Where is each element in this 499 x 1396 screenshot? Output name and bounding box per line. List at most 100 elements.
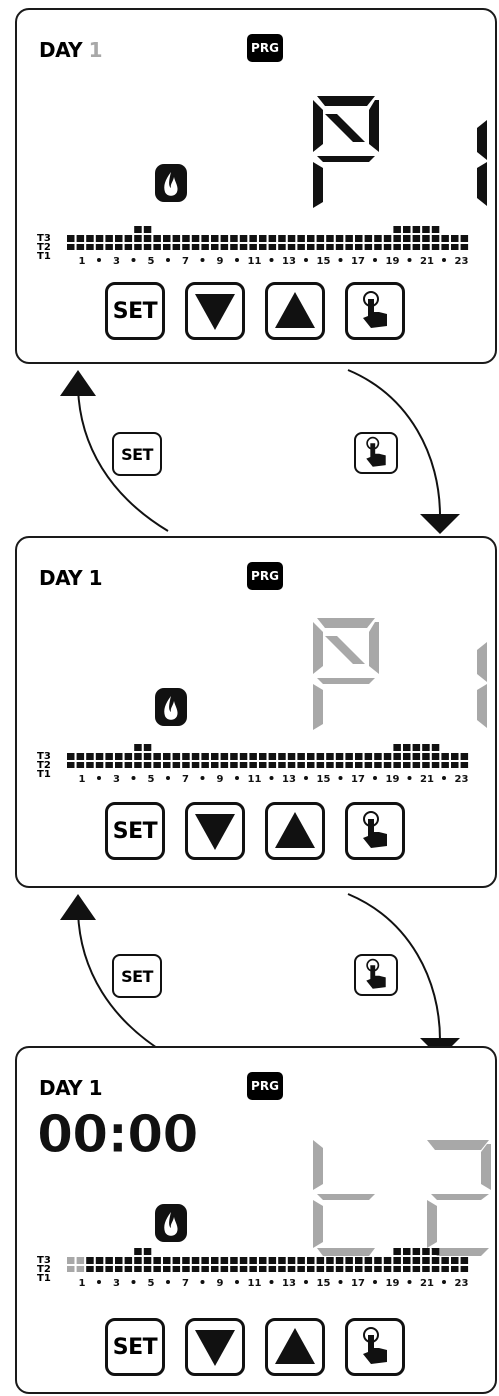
- hour-label: 15: [317, 256, 331, 267]
- timeline-bar-base: [345, 244, 353, 250]
- hand-press-icon: [363, 811, 387, 848]
- timeline-bar-base: [239, 762, 248, 768]
- timeline-bar-base: [441, 1266, 449, 1272]
- timeline-bar: [239, 753, 248, 760]
- flame-icon: [155, 688, 187, 726]
- timeline-bar: [172, 753, 181, 760]
- timeline-bar-base: [364, 762, 373, 768]
- day-number: 1: [88, 38, 103, 62]
- triangle-up-icon: [275, 1328, 315, 1364]
- timeline-bar-base: [364, 1266, 373, 1272]
- hour-label: 13: [282, 774, 296, 785]
- timeline-bar-base: [95, 1266, 104, 1272]
- timeline-bar-base: [374, 762, 382, 768]
- hour-dot: [304, 258, 308, 262]
- timeline-bar: [143, 753, 152, 760]
- timeline-bar-base: [86, 244, 94, 250]
- segment-one: [477, 642, 487, 728]
- set-button[interactable]: SET: [105, 802, 165, 860]
- timeline-bar: [268, 235, 277, 242]
- timeline-bar: [134, 744, 142, 751]
- set-button[interactable]: SET: [105, 1318, 165, 1376]
- hour-label: 19: [386, 1278, 400, 1289]
- hour-dot: [373, 258, 377, 262]
- timeline-bar: [201, 753, 209, 760]
- timeline-bar: [249, 1257, 257, 1264]
- down-button[interactable]: [185, 282, 245, 340]
- timeline-bar-base: [422, 1266, 430, 1272]
- timeline-bar: [153, 235, 161, 242]
- up-button[interactable]: [265, 802, 325, 860]
- timeline-bar-base: [143, 1266, 152, 1272]
- hour-dot: [235, 258, 239, 262]
- set-step-button: SET: [112, 432, 162, 476]
- timeline-bar: [393, 235, 401, 242]
- timeline-bar: [364, 1257, 373, 1264]
- up-button[interactable]: [265, 282, 325, 340]
- timeline-bar: [191, 753, 200, 760]
- timeline-bar: [105, 753, 113, 760]
- hour-dot: [442, 258, 446, 262]
- hour-label: 5: [148, 256, 155, 267]
- hand-button[interactable]: [345, 802, 405, 860]
- timeline-bar: [441, 1257, 449, 1264]
- timeline-bar-base: [86, 1266, 94, 1272]
- timeline-bar: [460, 1257, 469, 1264]
- timeline-bar-base: [393, 1266, 401, 1272]
- timeline-bar: [153, 1257, 161, 1264]
- timeline-bar-base: [124, 1266, 133, 1272]
- timeline-bar: [393, 1248, 401, 1255]
- timeline-bars: [67, 1248, 469, 1272]
- timeline-bar: [345, 753, 353, 760]
- timeline-bar-base: [239, 1266, 248, 1272]
- set-step-button: SET: [112, 954, 162, 998]
- timeline-bar-base: [220, 1266, 229, 1272]
- timeline-bar: [316, 1257, 325, 1264]
- down-button[interactable]: [185, 802, 245, 860]
- timeline-bar-base: [287, 1266, 296, 1272]
- timeline-bar: [422, 744, 430, 751]
- hour-dot: [97, 258, 101, 262]
- timeline-bar: [172, 235, 181, 242]
- timeline-bar: [316, 235, 325, 242]
- timeline-bar-base: [201, 244, 209, 250]
- timeline-bar-base: [278, 1266, 286, 1272]
- timeline-bar-base: [259, 244, 267, 250]
- up-button[interactable]: [265, 1318, 325, 1376]
- hour-label: 23: [455, 774, 469, 785]
- timeline-bar: [374, 235, 382, 242]
- flame-icon: [155, 164, 187, 202]
- timeline-bar-base: [124, 762, 133, 768]
- timeline-bar: [403, 235, 411, 242]
- timeline-bar-base: [307, 244, 315, 250]
- hour-label: 13: [282, 1278, 296, 1289]
- timeline-bar: [211, 235, 219, 242]
- segment-display: P 1: [313, 618, 487, 730]
- hand-button[interactable]: [345, 1318, 405, 1376]
- timeline-bar-base: [268, 1266, 277, 1272]
- timeline-bar: [297, 1257, 305, 1264]
- timeline-bar-base: [211, 762, 219, 768]
- hour-label: 11: [248, 1278, 262, 1289]
- hand-press-icon: [363, 1327, 387, 1364]
- hand-button[interactable]: [345, 282, 405, 340]
- timeline-bar: [259, 1257, 267, 1264]
- timeline-bar: [230, 235, 238, 242]
- timeline-bar-base: [326, 244, 334, 250]
- timeline-bar: [412, 744, 421, 751]
- timeline-bar-base: [307, 762, 315, 768]
- timeline-bar-base: [326, 762, 334, 768]
- hour-label: 3: [113, 774, 120, 785]
- hour-label: 5: [148, 1278, 155, 1289]
- set-button[interactable]: SET: [105, 282, 165, 340]
- hour-label: 7: [182, 1278, 189, 1289]
- down-button[interactable]: [185, 1318, 245, 1376]
- timeline-bar: [268, 1257, 277, 1264]
- timeline-bar: [220, 1257, 229, 1264]
- timeline-bar: [393, 1257, 401, 1264]
- timeline-bar: [211, 1257, 219, 1264]
- timeline-bar: [239, 1257, 248, 1264]
- hour-dot: [442, 776, 446, 780]
